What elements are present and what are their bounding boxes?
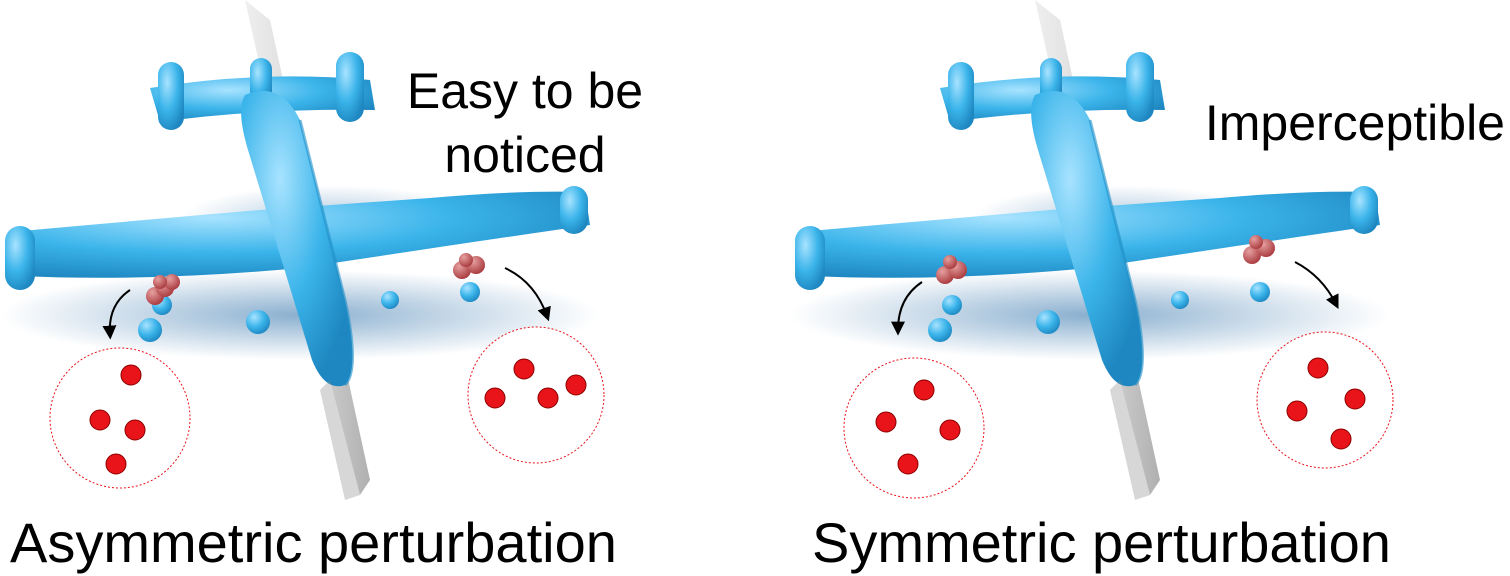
right-panel: Imperceptible Symmetric perturbation (788, 0, 1505, 574)
annotation-right: Imperceptible (1205, 95, 1505, 151)
arrow-left-a (102, 289, 131, 340)
left-panel: Easy to be noticed Asymmetric perturbati… (0, 0, 643, 574)
arrow-left-b (504, 267, 551, 322)
caption-right: Symmetric perturbation (812, 511, 1391, 574)
zoom-circle-right-a (843, 357, 985, 499)
perturbed-points-on-airplane-right (936, 235, 1275, 284)
zoom-circle-left-b (467, 326, 605, 464)
caption-left: Asymmetric perturbation (10, 511, 617, 574)
arrow-right-a (891, 281, 923, 336)
annotation-left-line1: Easy to be (407, 63, 643, 119)
zoom-circle-left-a (49, 347, 191, 489)
arrow-right-b (1294, 261, 1339, 310)
perturbed-points-on-airplane-left (146, 253, 485, 305)
annotation-left-line2: noticed (444, 127, 605, 183)
zoom-circle-right-b (1256, 331, 1394, 469)
